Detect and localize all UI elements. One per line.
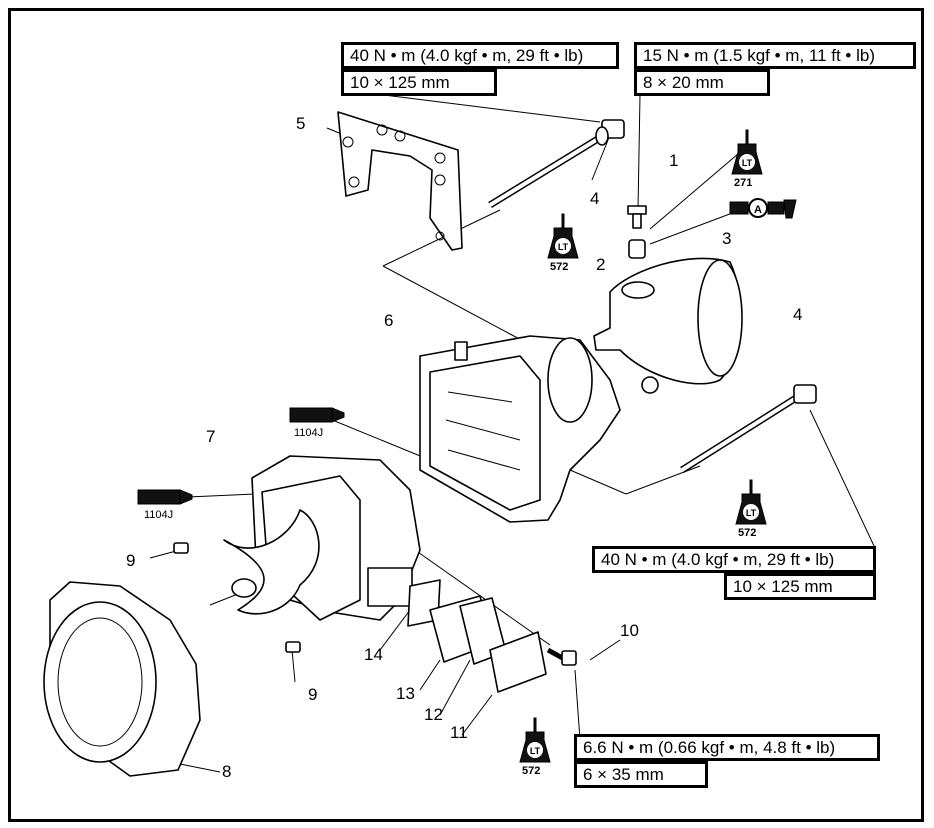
sealant-tube-icon [289, 407, 345, 423]
callout-5: 5 [296, 114, 306, 133]
torque-spec-4: 6.6 N • m (0.66 kgf • m, 4.8 ft • lb) [574, 734, 880, 761]
torque-spec-2: 15 N • m (1.5 kgf • m, 11 ft • lb) [634, 42, 916, 69]
torque-spec-1: 40 N • m (4.0 kgf • m, 29 ft • lb) [341, 42, 619, 69]
callout-6: 6 [384, 311, 394, 330]
cover-plate-part [337, 111, 463, 251]
long-bolt-lower-part [680, 384, 817, 473]
callout-1: 1 [669, 151, 679, 170]
bolt-1-part [627, 205, 647, 229]
intermediate-housing-part-8 [43, 581, 201, 777]
callout-13: 13 [396, 684, 415, 703]
leader-lines [149, 91, 876, 773]
lt-label-572-c: 572 [522, 765, 541, 777]
sealant-tube-icon [137, 489, 193, 505]
long-bolt-upper-part [488, 119, 625, 208]
bolt-size-spec-3: 10 × 125 mm [724, 573, 876, 600]
callout-11: 11 [450, 723, 468, 742]
svg-text:LT: LT [742, 158, 753, 168]
lt-label-271: 271 [734, 177, 753, 189]
grease-gun-icon: A [729, 198, 797, 219]
callout-4-upper: 4 [590, 189, 600, 208]
locktite-bottle-icon: LT [731, 129, 763, 175]
pin-9-upper-part [173, 542, 189, 554]
locktite-bottle-icon: LT [547, 213, 579, 259]
svg-text:LT: LT [530, 746, 541, 756]
callout-14: 14 [364, 645, 383, 664]
bolt-10-part [546, 647, 577, 666]
lt-label-572-b: 572 [738, 527, 757, 539]
cover-11-part [489, 631, 547, 693]
bolt-size-spec-4: 6 × 35 mm [574, 761, 708, 788]
callout-3: 3 [722, 229, 732, 248]
sealant-label-2: 1104J [144, 509, 174, 521]
callout-8: 8 [222, 762, 232, 781]
grease-mark: A [754, 204, 762, 216]
callout-4-lower: 4 [793, 305, 803, 324]
sealant-label-1: 1104J [294, 427, 324, 439]
svg-text:LT: LT [558, 242, 569, 252]
pin-9-lower-part [285, 641, 301, 653]
pump-housing-part-6 [419, 335, 621, 523]
collar-2-part [628, 239, 646, 259]
callout-10: 10 [620, 621, 639, 640]
callout-12: 12 [424, 705, 443, 724]
torque-spec-3: 40 N • m (4.0 kgf • m, 29 ft • lb) [592, 546, 876, 573]
lt-label-572-a: 572 [550, 261, 569, 273]
callout-9-upper: 9 [126, 551, 136, 570]
impeller-part [223, 509, 320, 615]
locktite-bottle-icon: LT [735, 479, 767, 525]
diagram-border [8, 8, 924, 822]
svg-text:LT: LT [746, 508, 757, 518]
nozzle-part-3 [593, 257, 743, 394]
bolt-size-spec-2: 8 × 20 mm [634, 69, 770, 96]
locktite-bottle-icon: LT [519, 717, 551, 763]
bolt-size-spec-1: 10 × 125 mm [341, 69, 497, 96]
callout-2: 2 [596, 255, 606, 274]
callout-9-lower: 9 [308, 685, 318, 704]
callout-7: 7 [206, 427, 216, 446]
